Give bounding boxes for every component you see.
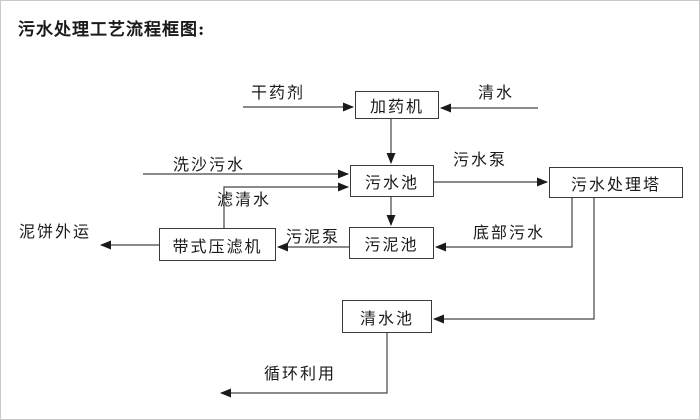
label-clean-water: 清水 — [478, 83, 515, 102]
node-belt-filter-press: 带式压滤机 — [159, 228, 276, 261]
node-sewage-pool: 污水池 — [350, 165, 434, 197]
node-dosing-machine: 加药机 — [355, 91, 439, 119]
label-recycle-reuse: 循环利用 — [264, 364, 337, 383]
label-sludge-pump: 污泥泵 — [286, 227, 341, 246]
label-sewage-pump: 污水泵 — [453, 150, 508, 169]
edge-tower-to-clean-water-pool — [433, 198, 595, 324]
node-sludge-pool: 污泥池 — [349, 227, 434, 259]
edge-clean-water-pool-to-recycle — [220, 333, 388, 398]
edge-filtered-water-into-sewage-pool — [223, 182, 349, 228]
page-title: 污水处理工艺流程框图: — [18, 20, 206, 40]
node-clean-water-pool: 清水池 — [342, 300, 432, 333]
label-mud-cake-shipped-out: 泥饼外运 — [19, 222, 92, 241]
label-dry-chemical: 干药剂 — [251, 83, 306, 102]
label-filtered-water: 滤清水 — [217, 190, 272, 209]
edge-tower-to-sludge-pool-bottom-sewage — [435, 198, 573, 252]
label-sand-washing-sewage: 洗沙污水 — [173, 155, 246, 174]
node-sewage-treatment-tower: 污水处理塔 — [549, 167, 683, 198]
label-bottom-sewage: 底部污水 — [473, 223, 546, 242]
